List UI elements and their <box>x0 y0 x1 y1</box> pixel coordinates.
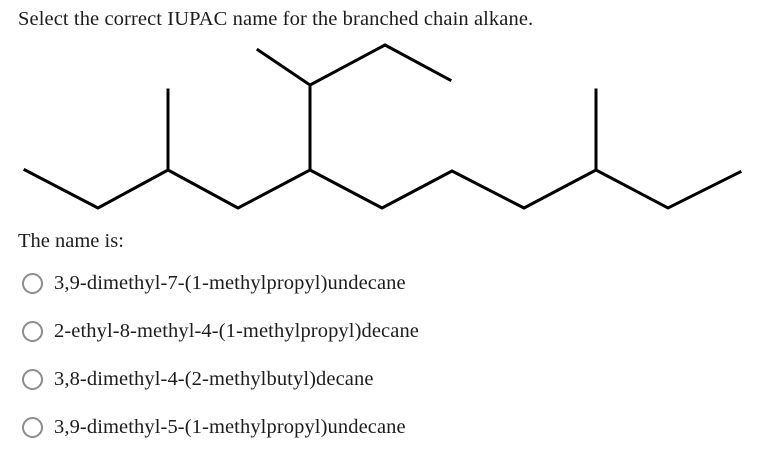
answer-option-4-label: 3,9-dimethyl-5-(1-methylpropyl)undecane <box>54 416 406 438</box>
radio-button-icon-4[interactable] <box>22 416 43 438</box>
molecule-structure-diagram <box>0 30 768 225</box>
answer-option-2-label: 2-ethyl-8-methyl-4-(1-methylpropyl)decan… <box>54 320 419 342</box>
main-chain-bonds <box>22 167 743 210</box>
answer-option-3-label: 3,8-dimethyl-4-(2-methylbutyl)decane <box>54 368 374 390</box>
answer-option-4[interactable]: 3,9-dimethyl-5-(1-methylpropyl)undecane <box>18 403 748 451</box>
radio-button-icon-2[interactable] <box>22 320 43 342</box>
sec-butyl-branch-bonds <box>308 43 453 172</box>
radio-button-icon-3[interactable] <box>22 368 43 390</box>
answer-option-3[interactable]: 3,8-dimethyl-4-(2-methylbutyl)decane <box>18 355 748 403</box>
radio-button-icon-1[interactable] <box>22 272 43 294</box>
page-title: Select the correct IUPAC name for the br… <box>18 8 534 30</box>
answer-options-list: 3,9-dimethyl-7-(1-methylpropyl)undecane … <box>18 259 748 451</box>
answer-option-1[interactable]: 3,9-dimethyl-7-(1-methylpropyl)undecane <box>18 259 748 307</box>
answer-option-1-label: 3,9-dimethyl-7-(1-methylpropyl)undecane <box>54 272 406 294</box>
answer-option-2[interactable]: 2-ethyl-8-methyl-4-(1-methylpropyl)decan… <box>18 307 748 355</box>
answer-lead-in-label: The name is: <box>18 230 124 252</box>
skeletal-structure-svg <box>22 43 743 210</box>
sec-butyl-methyl-bond <box>255 47 313 88</box>
